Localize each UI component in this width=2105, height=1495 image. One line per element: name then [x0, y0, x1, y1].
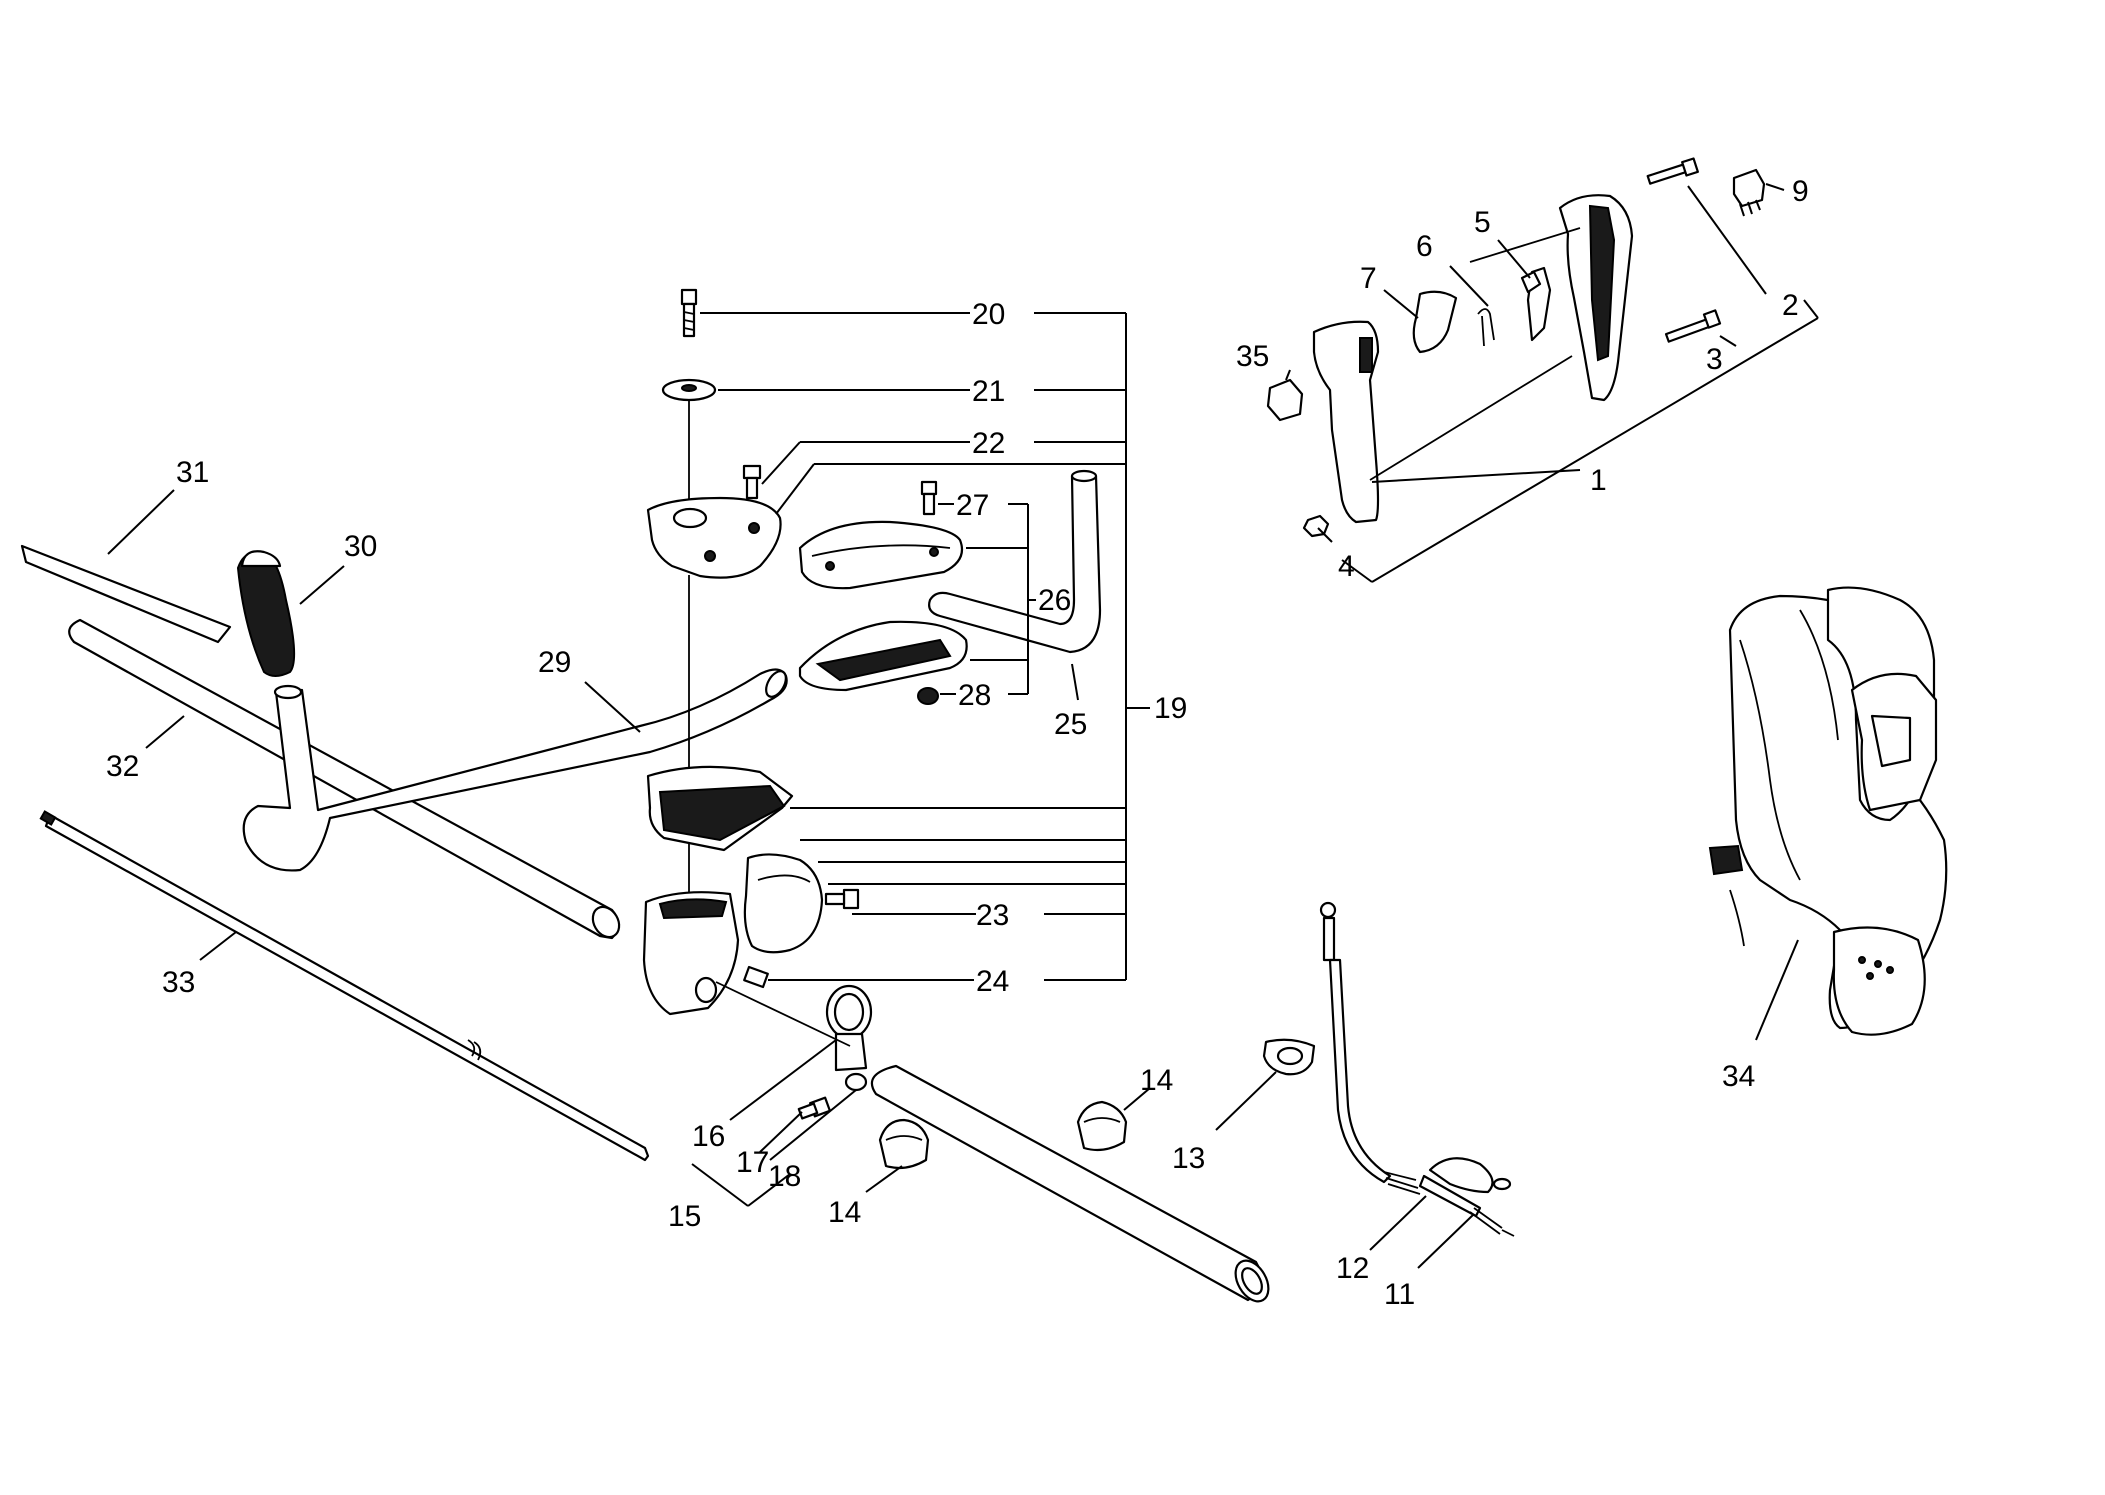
lower-clamp-block: [646, 765, 794, 852]
part-14-clip-left: [878, 1118, 930, 1170]
callout-6: 6: [1416, 230, 1433, 263]
part-35-plug: [1266, 378, 1304, 422]
part-20-bolt: [680, 288, 698, 338]
main-drive-tube: [715, 981, 1270, 1303]
part-27-screw: [920, 480, 938, 516]
part-1-handle-right-half: [1369, 194, 1634, 481]
part-23-screw: [824, 888, 860, 910]
callout-20: 20: [972, 298, 1005, 331]
part-22-screw: [742, 464, 762, 500]
callout-2: 2: [1782, 289, 1799, 322]
callout-18: 18: [768, 1160, 801, 1193]
part-1-handle-left-half: [1312, 320, 1380, 524]
callout-32: 32: [106, 750, 139, 783]
callout-30: 30: [344, 530, 377, 563]
part-28-nut: [917, 687, 939, 705]
callout-19: 19: [1154, 692, 1187, 725]
callout-22: 22: [972, 427, 1005, 460]
callout-1: 1: [1590, 464, 1607, 497]
part-21-washer: [661, 378, 717, 402]
callout-23: 23: [976, 899, 1009, 932]
callout-11: 11: [1384, 1278, 1415, 1311]
part-33-drive-shaft: [39, 810, 650, 1162]
part-30-grip: [236, 550, 296, 677]
clamp-half-right: [743, 853, 824, 954]
callout-27: 27: [956, 489, 989, 522]
part-31-label-strip: [20, 544, 232, 644]
part-24-nut: [743, 965, 769, 989]
callout-25: 25: [1054, 708, 1087, 741]
callout-34: 34: [1722, 1060, 1755, 1093]
callout-24: 24: [976, 965, 1009, 998]
callout-14-left: 14: [828, 1196, 861, 1229]
part-34-harness: [1708, 586, 1948, 1036]
callout-labels: 1 2 3 4 5 6 7 9 11 12 13 14 14 15 16 17 …: [106, 175, 1809, 1311]
clamp-housing-left: [642, 891, 740, 1016]
part-26-upper-cover: [798, 520, 964, 590]
callout-26: 26: [1038, 584, 1071, 617]
part-9-connector: [1732, 168, 1766, 217]
callout-15: 15: [668, 1200, 701, 1233]
callout-5: 5: [1474, 206, 1491, 239]
part-29-handlebar: [242, 668, 788, 872]
part-11-throttle-cable: [1319, 901, 1515, 1237]
callout-29: 29: [538, 646, 571, 679]
callout-31: 31: [176, 456, 209, 489]
callout-17: 17: [736, 1146, 769, 1179]
part-32-tube: [68, 618, 621, 940]
part-26-lower-cover: [798, 620, 968, 692]
callout-21: 21: [972, 375, 1005, 408]
part-16-clamp-ring: [825, 984, 873, 1072]
part-5-lockout: [1520, 266, 1552, 342]
callout-28: 28: [958, 679, 991, 712]
callout-14-right: 14: [1140, 1064, 1173, 1097]
callout-35: 35: [1236, 340, 1269, 373]
part-13-cable-clip: [1262, 1038, 1316, 1076]
part-25-bent-tube: [928, 469, 1102, 654]
callout-7: 7: [1360, 262, 1377, 295]
callout-16: 16: [692, 1120, 725, 1153]
part-6-spring: [1477, 308, 1495, 347]
callout-3: 3: [1706, 343, 1723, 376]
callout-13: 13: [1172, 1142, 1205, 1175]
part-2-long-screw: [1646, 157, 1699, 185]
callout-33: 33: [162, 966, 195, 999]
part-3-long-screw: [1664, 309, 1722, 343]
callout-12: 12: [1336, 1252, 1369, 1285]
callout-9: 9: [1792, 175, 1809, 208]
part-14-clip-right: [1076, 1100, 1128, 1152]
leader-lines: [107, 183, 1819, 1269]
part-18-nut: [844, 1072, 868, 1092]
callout-4: 4: [1338, 550, 1355, 583]
part-7-throttle-lever: [1412, 290, 1458, 354]
upper-clamp-cap: [646, 496, 782, 579]
